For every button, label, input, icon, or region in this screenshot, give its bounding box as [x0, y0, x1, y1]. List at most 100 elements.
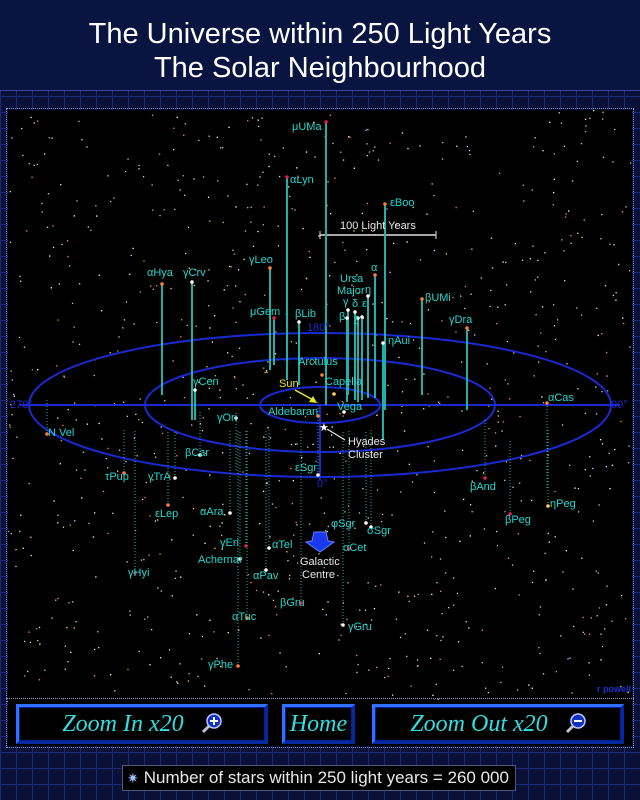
background-star — [357, 663, 359, 666]
star-label[interactable]: Arctulus — [298, 356, 338, 368]
background-star — [573, 625, 575, 628]
zoom-in-button[interactable]: Zoom In x20 — [16, 704, 268, 744]
star-label[interactable]: Vega — [337, 401, 363, 413]
star-label[interactable]: γLeo — [249, 254, 273, 266]
star-label[interactable]: αTuc — [232, 611, 257, 623]
star-label[interactable]: γOri — [217, 412, 238, 424]
star-label[interactable]: δ — [352, 298, 359, 310]
star-label[interactable]: εBoo — [390, 197, 415, 209]
star-label[interactable]: τPup — [105, 471, 129, 483]
background-star — [12, 393, 15, 395]
background-star — [107, 467, 109, 469]
star-label[interactable]: βGru — [280, 597, 305, 609]
background-star — [362, 445, 365, 447]
background-star — [143, 559, 145, 561]
star-label[interactable]: ε — [362, 298, 367, 310]
background-star — [24, 640, 26, 643]
background-star — [79, 283, 81, 285]
star-label[interactable]: βLib — [295, 308, 317, 320]
background-star — [251, 117, 254, 119]
star-label[interactable]: εLep — [155, 508, 179, 520]
background-star — [602, 111, 604, 113]
star-label[interactable]: γPhe — [208, 659, 234, 671]
star-label[interactable]: βPeg — [505, 514, 531, 526]
star-label[interactable]: αAra — [200, 506, 224, 518]
star-label[interactable]: φSgr — [331, 518, 356, 530]
background-star — [19, 275, 21, 277]
background-star — [433, 194, 435, 197]
background-star — [529, 258, 532, 260]
star-label[interactable]: β — [339, 311, 346, 323]
background-star — [628, 462, 630, 464]
background-star — [105, 458, 107, 460]
background-star — [262, 224, 264, 226]
background-star — [134, 529, 137, 532]
star-label[interactable]: Achernar — [198, 554, 243, 566]
background-star — [433, 460, 435, 462]
star-label[interactable]: αCet — [343, 542, 367, 554]
star-label[interactable]: γCrv — [183, 267, 206, 279]
background-star — [547, 532, 549, 534]
zoom-out-button[interactable]: Zoom Out x20 — [372, 704, 624, 744]
background-star — [133, 323, 135, 325]
star-label[interactable]: αTel — [272, 539, 293, 551]
star-label[interactable]: αCas — [548, 392, 574, 404]
background-star — [250, 423, 252, 425]
background-star — [512, 486, 514, 488]
star-label[interactable]: γHyi — [128, 567, 150, 579]
background-star — [57, 597, 59, 600]
star-label[interactable]: αHya — [147, 267, 173, 279]
star-label[interactable]: ηAui — [388, 335, 411, 347]
star-label[interactable]: γ — [343, 296, 349, 308]
background-star — [435, 683, 437, 685]
background-star — [334, 261, 336, 264]
background-star — [289, 397, 291, 399]
background-star — [72, 341, 74, 343]
background-star — [12, 457, 14, 460]
star-label[interactable]: εSgr — [295, 462, 318, 474]
star-marker — [173, 476, 177, 480]
background-star — [426, 629, 429, 631]
star-label[interactable]: γTrA — [148, 471, 171, 483]
background-star — [344, 511, 346, 513]
star-label[interactable]: γCen — [193, 376, 219, 388]
star-label[interactable]: ζ — [354, 315, 359, 327]
background-star — [393, 242, 395, 245]
star-label[interactable]: βUMi — [425, 292, 451, 304]
star-label[interactable]: βCar — [185, 447, 210, 459]
background-star — [614, 128, 616, 131]
background-star — [301, 457, 303, 459]
background-star — [269, 536, 271, 538]
star-label[interactable]: αPav — [253, 570, 279, 582]
background-star — [207, 280, 209, 282]
star-label[interactable]: βAnd — [470, 481, 496, 493]
background-star — [440, 639, 442, 642]
star-label[interactable]: γGru — [348, 621, 372, 633]
background-star — [135, 413, 137, 415]
star-label[interactable]: μGem — [250, 306, 281, 318]
background-star — [326, 205, 328, 207]
background-star — [188, 633, 191, 635]
background-star — [269, 437, 272, 439]
background-star — [592, 520, 594, 522]
star-label[interactable]: γEri — [220, 537, 239, 549]
background-star — [293, 555, 295, 557]
star-label[interactable]: γDra — [449, 314, 473, 326]
star-label[interactable]: μUMa — [292, 121, 322, 133]
background-star — [511, 564, 514, 566]
background-star — [182, 496, 184, 499]
star-label[interactable]: Capella — [325, 376, 363, 388]
star-label[interactable]: σSgr — [367, 525, 391, 537]
home-button[interactable]: Home — [282, 704, 355, 744]
background-star — [447, 396, 449, 398]
star-label[interactable]: Aldebaran — [268, 406, 319, 418]
background-star — [163, 209, 165, 211]
star-label[interactable]: αLyn — [290, 174, 314, 186]
background-star — [138, 419, 140, 421]
star-label[interactable]: η — [365, 284, 372, 296]
background-star — [279, 652, 281, 654]
star-label[interactable]: ηPeg — [550, 498, 576, 510]
star-label[interactable]: N Vel — [48, 427, 75, 439]
star-label[interactable]: α — [371, 262, 378, 274]
